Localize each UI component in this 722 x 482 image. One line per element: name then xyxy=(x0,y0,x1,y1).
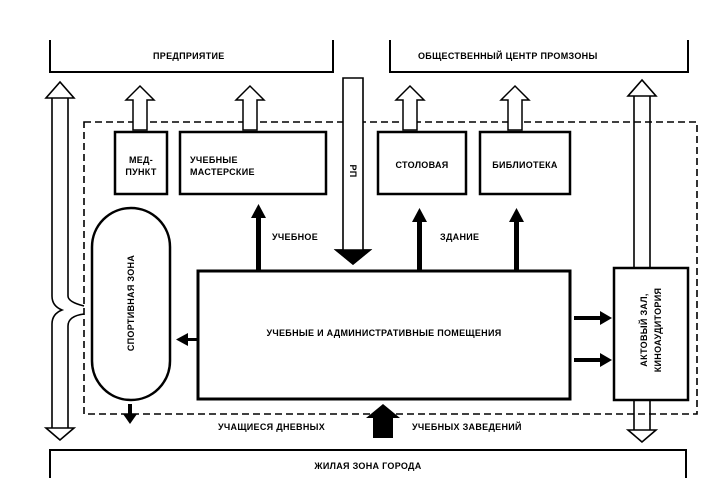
workshops-label-line1: УЧЕБНЫЕ xyxy=(190,155,238,165)
hall-label: АКТОВЫЙ ЗАЛ, КИНОАУДИТОРИЯ xyxy=(637,265,665,395)
up-arrow-canteen xyxy=(394,84,426,131)
enterprise-bracket xyxy=(49,40,334,73)
library-block xyxy=(478,130,572,196)
residential-bracket xyxy=(49,449,687,478)
rp-label: РП xyxy=(348,164,358,178)
workshops-label: УЧЕБНЫЕ МАСТЕРСКИЕ xyxy=(190,154,255,178)
arrow-main-to-library xyxy=(509,208,524,270)
public-center-bracket xyxy=(389,40,689,73)
workshops-label-line2: МАСТЕРСКИЕ xyxy=(190,167,255,177)
rp-arrow xyxy=(333,77,373,266)
enterprise-label: ПРЕДПРИЯТИЕ xyxy=(153,51,225,61)
sports-zone-block xyxy=(90,206,172,402)
medpunkt-label: МЕД- ПУНКТ xyxy=(115,154,167,178)
medpunkt-block xyxy=(113,130,169,196)
arrow-main-to-canteen xyxy=(412,208,427,270)
arrow-main-to-workshops xyxy=(251,204,266,270)
up-arrow-workshops xyxy=(234,84,266,131)
arrow-main-to-hall-1 xyxy=(574,311,612,325)
medpunkt-label-line1: МЕД- xyxy=(128,155,154,165)
library-label: БИБЛИОТЕКА xyxy=(492,160,558,170)
up-arrow-medpunkt xyxy=(124,84,156,131)
hall-block xyxy=(612,266,690,402)
medpunkt-label-line2: ПУНКТ xyxy=(125,167,157,177)
students-day-label: УЧАЩИЕСЯ ДНЕВНЫХ xyxy=(218,422,326,432)
arrow-main-to-hall-2 xyxy=(574,353,612,367)
hall-label-line2: КИНОАУДИТОРИЯ xyxy=(653,287,663,373)
canteen-block xyxy=(376,130,468,196)
left-connection-arrow xyxy=(43,80,85,442)
students-entry-arrow xyxy=(366,404,400,438)
public-center-label: ОБЩЕСТВЕННЫЙ ЦЕНТР ПРОМЗОНЫ xyxy=(418,51,598,61)
workshops-block xyxy=(178,130,328,196)
hall-label-line1: АКТОВЫЙ ЗАЛ, xyxy=(639,293,649,367)
residential-label: ЖИЛАЯ ЗОНА ГОРОДА xyxy=(314,461,422,471)
institutions-label: УЧЕБНЫХ ЗАВЕДЕНИЙ xyxy=(412,422,522,432)
arrow-sports-down xyxy=(123,404,137,424)
up-arrow-library xyxy=(499,84,531,131)
main-rooms-block xyxy=(196,269,572,401)
arrow-main-to-sports xyxy=(176,333,198,346)
educational-label: УЧЕБНОЕ xyxy=(272,232,318,242)
canteen-label: СТОЛОВАЯ xyxy=(395,160,449,170)
sports-zone-label: СПОРТИВНАЯ ЗОНА xyxy=(126,254,136,352)
main-rooms-label: УЧЕБНЫЕ И АДМИНИСТРАТИВНЫЕ ПОМЕЩЕНИЯ xyxy=(266,328,502,338)
building-label: ЗДАНИЕ xyxy=(440,232,480,242)
